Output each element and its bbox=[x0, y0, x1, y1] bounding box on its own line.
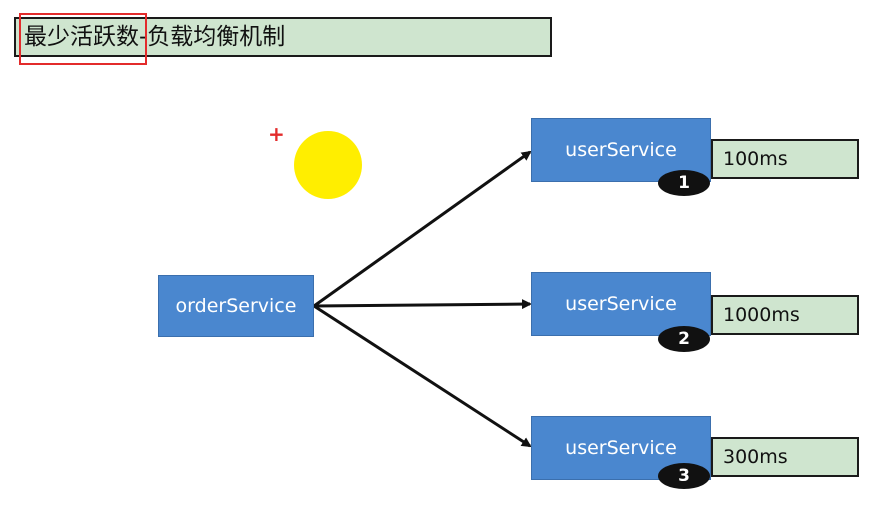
cursor-crosshair-icon: + bbox=[268, 122, 285, 146]
latency-box-3: 300ms bbox=[711, 437, 859, 477]
page-title: 最少活跃数-负载均衡机制 bbox=[24, 24, 286, 50]
latency-box-2: 1000ms bbox=[711, 295, 859, 335]
arrow-to-user-service-3 bbox=[313, 304, 532, 448]
arrow-to-user-service-2 bbox=[313, 299, 532, 310]
user-service-node-2: userService bbox=[531, 272, 711, 336]
badge-1: 1 bbox=[658, 170, 710, 196]
arrow-to-user-service-1 bbox=[313, 150, 532, 308]
latency-box-1: 100ms bbox=[711, 139, 859, 179]
title-box bbox=[14, 17, 552, 57]
title-highlight-box bbox=[19, 13, 147, 65]
badge-2: 2 bbox=[658, 326, 710, 352]
order-service-node: orderService bbox=[158, 275, 314, 337]
badge-3: 3 bbox=[658, 463, 710, 489]
sun-circle bbox=[294, 131, 362, 199]
